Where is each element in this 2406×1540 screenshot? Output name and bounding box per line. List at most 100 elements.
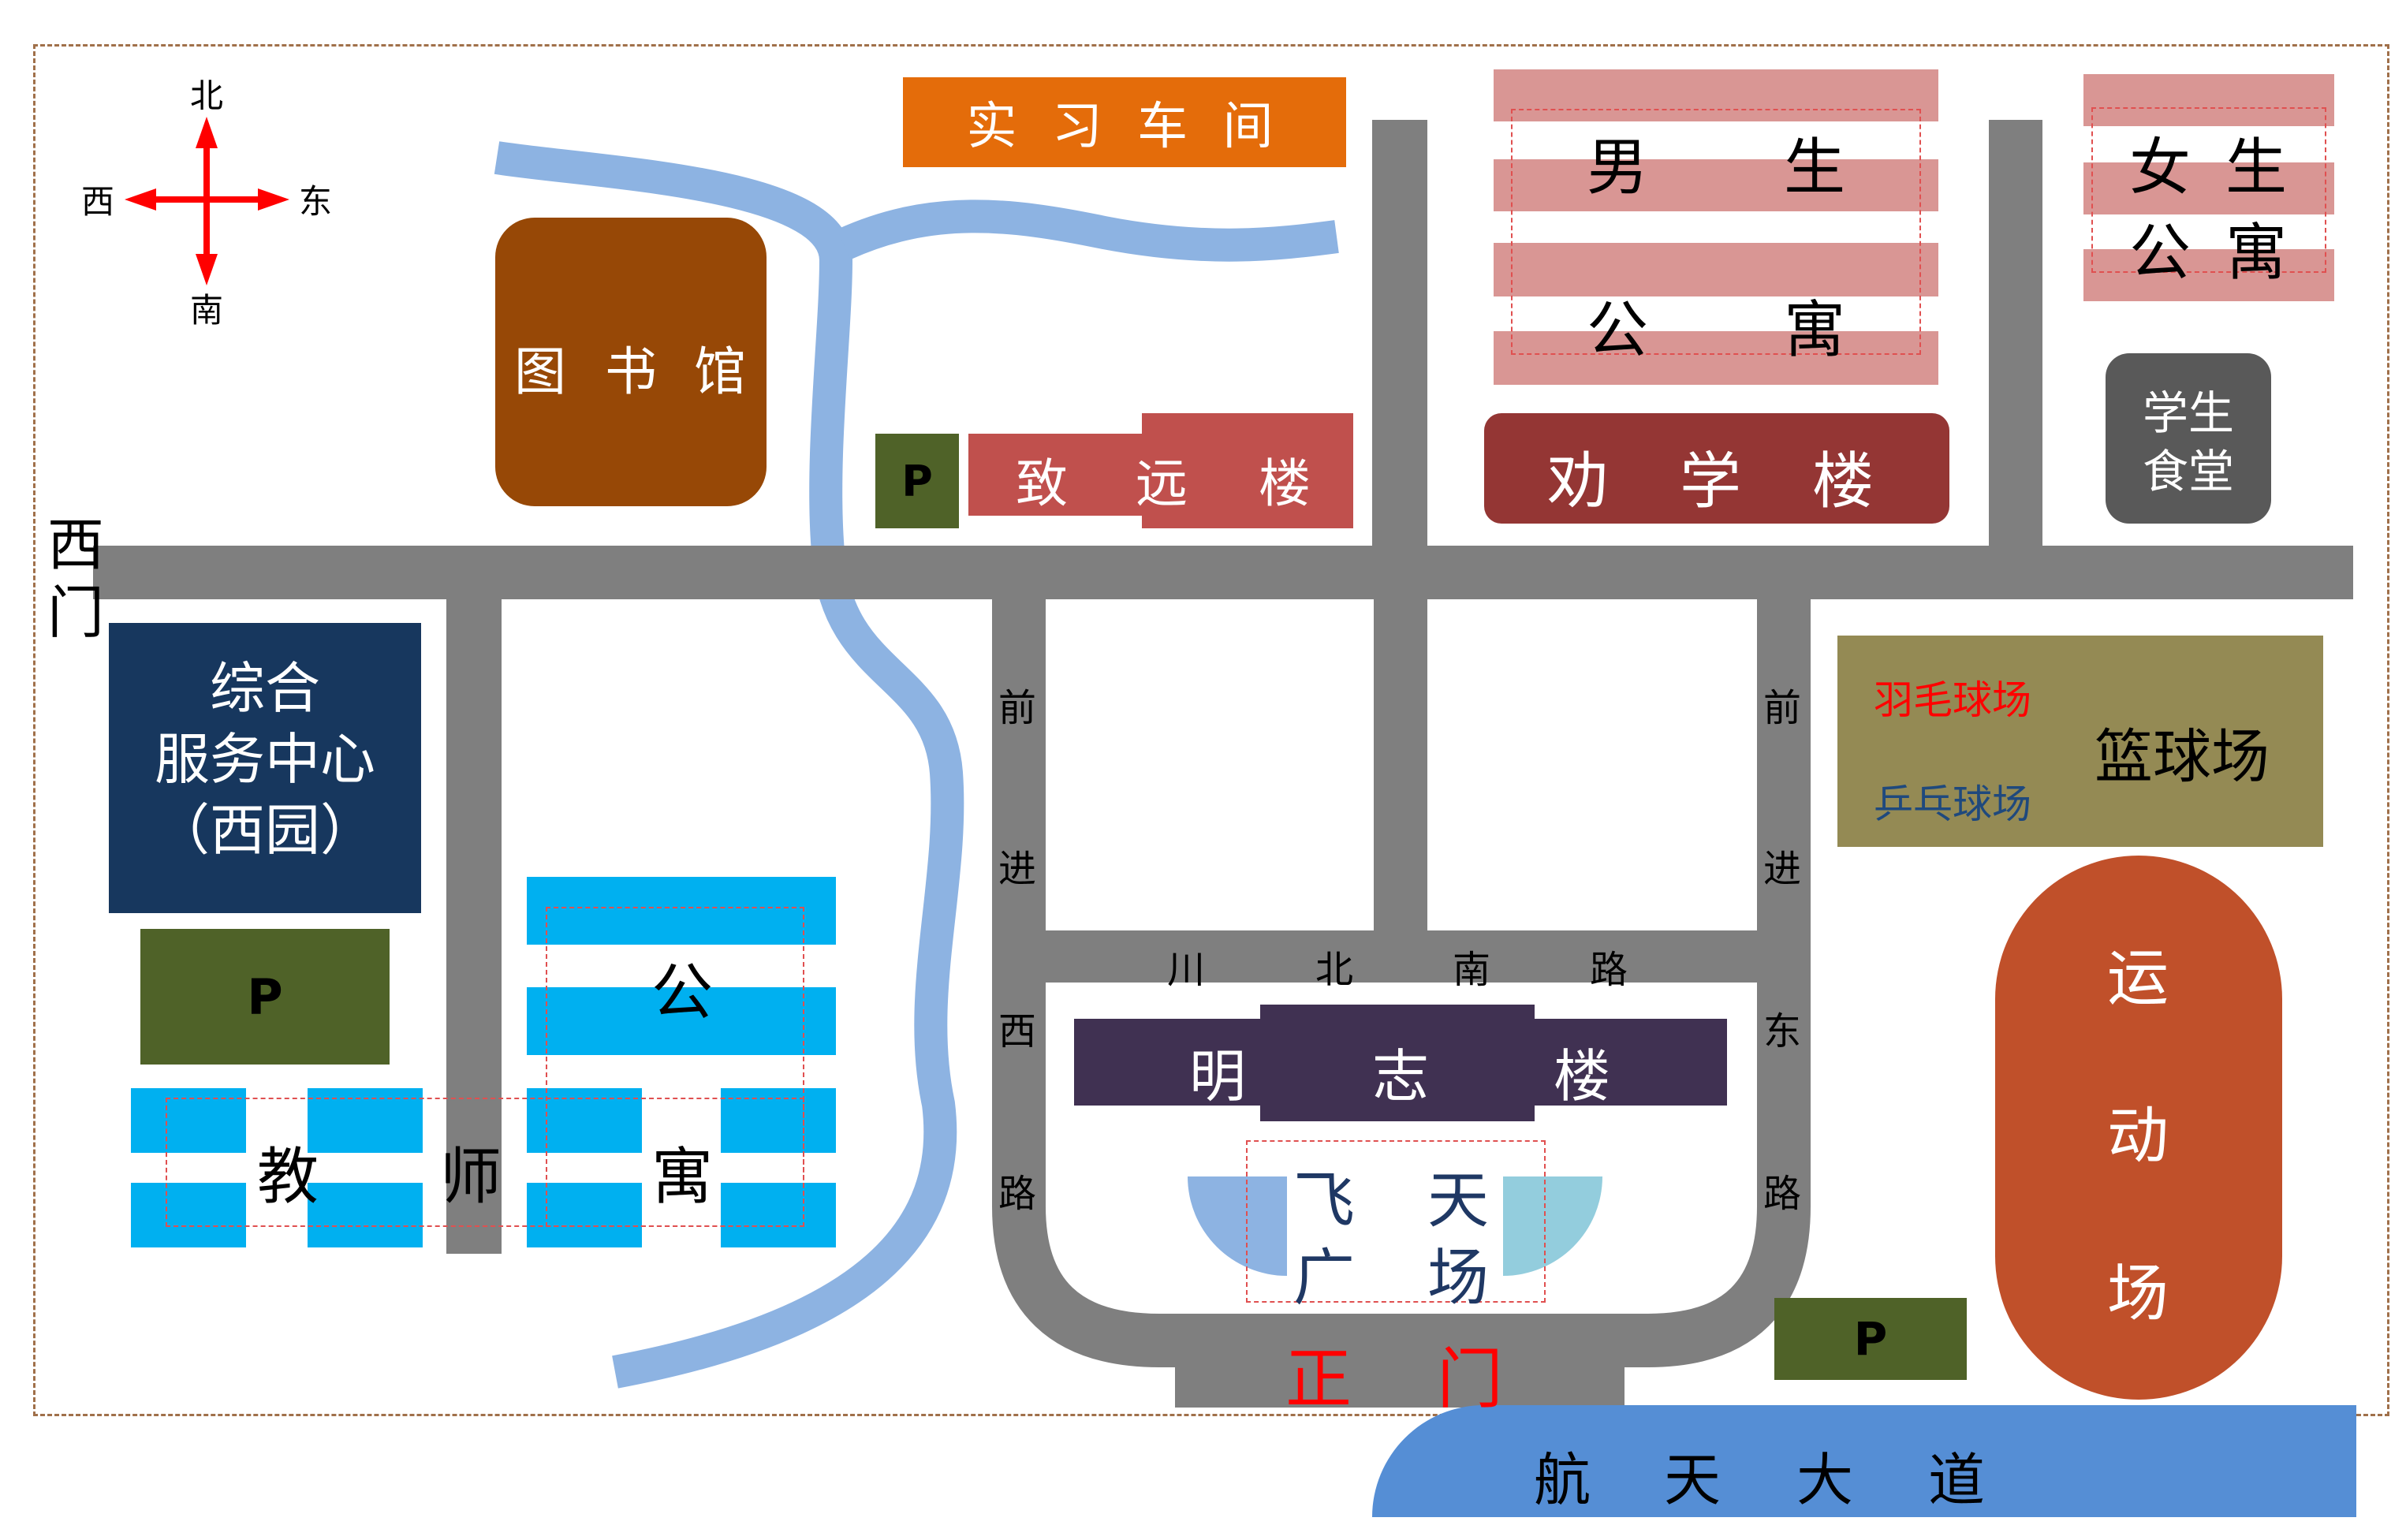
- compass-icon: [125, 117, 289, 285]
- west-gate-label-2: 门: [47, 580, 105, 646]
- hangtian-avenue: [1372, 1405, 2356, 1517]
- parking-zhiyuan: P: [875, 434, 959, 528]
- feitian-label-4: 场: [1427, 1243, 1490, 1314]
- female-dorm-stripe-1: [2083, 74, 2334, 126]
- female-dorm-label-1: 女: [2129, 132, 2192, 203]
- mingzhi-label-3: 楼: [1554, 1043, 1611, 1109]
- qianjin-west-label-4: 路: [998, 1172, 1037, 1216]
- road-north-vertical-2: [1989, 120, 2042, 550]
- qianjin-west-label-3: 西: [998, 1009, 1037, 1053]
- main-gate-label-2: 门: [1437, 1341, 1504, 1418]
- track-label-3: 场: [2107, 1258, 2169, 1329]
- chuanbei-label-1: 川: [1167, 948, 1206, 992]
- road-north-vertical-1: [1372, 120, 1427, 550]
- teacher-dorm-label-4: 寓: [651, 1142, 714, 1213]
- mingzhi-building-center: [1260, 1005, 1535, 1121]
- compass-south-label: 南: [189, 290, 223, 330]
- male-dorm-stripe-2: [1494, 159, 1938, 211]
- river: [494, 141, 1339, 1389]
- compass-west-label: 西: [80, 181, 114, 221]
- qianjin-east-road: [1757, 599, 1811, 962]
- zhiyuan-label-3: 楼: [1259, 453, 1311, 514]
- male-dorm-stripe-3: [1494, 243, 1938, 296]
- mingzhi-label-2: 志: [1372, 1043, 1430, 1109]
- library-label-1: 图: [514, 341, 566, 402]
- qianjin-west-label-1: 前: [998, 686, 1037, 730]
- main-east-west-road: [93, 546, 2353, 599]
- zhiyuan-label-1: 致: [1016, 453, 1068, 514]
- chuanbei-label-4: 路: [1590, 948, 1628, 992]
- zhiyuan-building-east: [1142, 413, 1353, 528]
- avenue-label-2: 天: [1664, 1447, 1722, 1513]
- teacher-dorm-block-2: [131, 1183, 246, 1247]
- avenue-label-1: 航: [1534, 1447, 1591, 1513]
- male-dorm-stripe-4: [1494, 331, 1938, 385]
- female-dorm-stripe-3: [2083, 249, 2334, 301]
- campus-boundary: [33, 44, 2389, 1416]
- teacher-dorm-block-6: [527, 987, 836, 1055]
- jiuxue-label-3: 楼: [1812, 446, 1874, 517]
- teacher-dorm-label-1: 教: [257, 1142, 319, 1213]
- male-dorm-label-4: 寓: [1784, 295, 1846, 366]
- badminton-court-label: 羽毛球场: [1874, 677, 2031, 723]
- parking-west: P: [140, 929, 390, 1065]
- female-dorm-label-3: 公: [2129, 218, 2192, 289]
- road-center-vertical: [1374, 599, 1427, 938]
- male-dorm-label-1: 男: [1587, 132, 1649, 203]
- teacher-dorm-block-10: [721, 1183, 836, 1247]
- feitian-square-outline: [1246, 1140, 1546, 1303]
- female-dorm-outline: [2091, 107, 2326, 273]
- feitian-label-2: 天: [1427, 1165, 1490, 1236]
- qianjin-east-label-1: 前: [1763, 686, 1802, 730]
- zhiyuan-building-west: [968, 434, 1158, 516]
- service-center-building: [109, 623, 421, 913]
- female-dorm-stripe-2: [2083, 162, 2334, 214]
- teacher-dorm-block-4: [308, 1183, 423, 1247]
- avenue-label-4: 道: [1928, 1447, 1986, 1513]
- sports-track: [1995, 856, 2282, 1400]
- compass-north-label: 北: [189, 76, 223, 115]
- parking-east: P: [1774, 1298, 1967, 1380]
- chuanbei-south-road: [992, 930, 1811, 983]
- teacher-dorm-block-5: [527, 877, 836, 945]
- qianjin-east-label-3: 东: [1763, 1009, 1802, 1053]
- jiuxue-label-2: 学: [1680, 446, 1742, 517]
- canteen-label-2: 食堂: [2142, 445, 2234, 498]
- main-gate-label-1: 正: [1285, 1341, 1352, 1418]
- avenue-label-3: 大: [1796, 1447, 1854, 1513]
- teacher-dorm-outline-east: [546, 907, 804, 1227]
- main-gate-road: [1175, 1333, 1625, 1408]
- male-dorm-outline: [1511, 109, 1921, 355]
- service-center-label-3: （西园）: [155, 797, 375, 863]
- teacher-dorm-label-2: 师: [440, 1142, 502, 1213]
- library-label-3: 馆: [694, 341, 746, 402]
- service-center-label-2: 服务中心: [155, 726, 375, 792]
- compass-east-label: 东: [298, 181, 332, 221]
- jiuxue-label-1: 劝: [1547, 446, 1610, 517]
- qianjin-west-road: [992, 599, 1046, 962]
- canteen-building: [2106, 353, 2271, 524]
- mingzhi-label-1: 明: [1189, 1043, 1247, 1109]
- chuanbei-label-3: 南: [1453, 948, 1491, 992]
- zhiyuan-label-2: 远: [1136, 453, 1188, 514]
- teacher-dorm-label-3: 公: [651, 957, 714, 1028]
- male-dorm-label-2: 生: [1784, 132, 1846, 203]
- west-gate-label-1: 西: [47, 512, 105, 578]
- female-dorm-label-2: 生: [2225, 132, 2288, 203]
- canteen-label-1: 学生: [2142, 386, 2234, 440]
- chuanbei-label-2: 北: [1315, 948, 1354, 992]
- library-label-2: 书: [605, 341, 657, 402]
- workshop-building: 实 习 车 间: [903, 77, 1346, 167]
- feitian-label-1: 飞: [1293, 1165, 1356, 1236]
- female-dorm-label-4: 寓: [2225, 218, 2288, 289]
- feitian-label-3: 广: [1293, 1243, 1356, 1314]
- qianjin-east-label-4: 路: [1763, 1172, 1802, 1216]
- track-label-1: 运: [2107, 943, 2169, 1014]
- male-dorm-label-3: 公: [1587, 295, 1649, 366]
- road-left-vertical: [446, 599, 502, 1254]
- pingpong-court-label: 乒乓球场: [1874, 781, 2031, 827]
- track-label-2: 动: [2107, 1101, 2169, 1172]
- library-building: [495, 218, 767, 506]
- qianjin-east-label-2: 进: [1763, 847, 1802, 891]
- sports-courts: [1837, 636, 2323, 847]
